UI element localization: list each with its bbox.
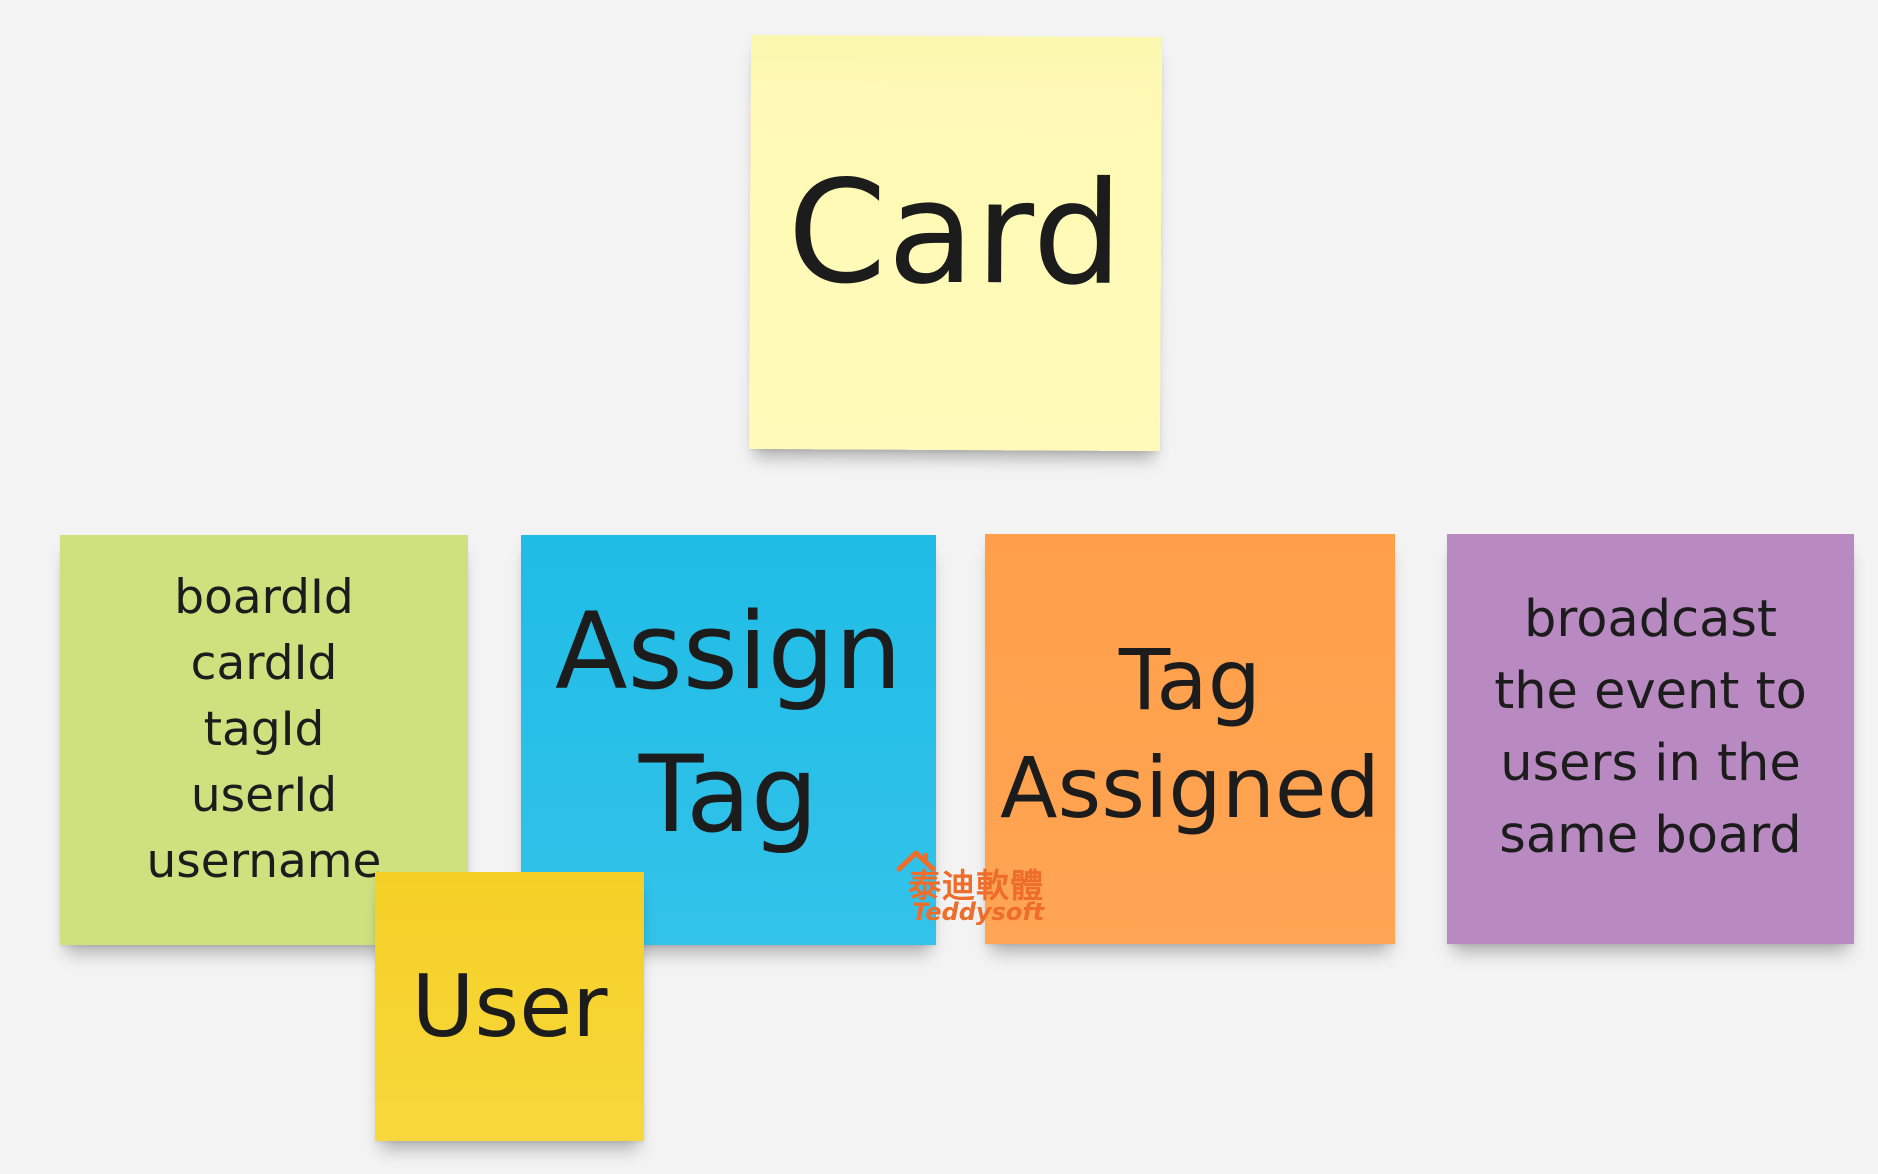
- watermark-chinese-text: 泰迪軟體: [908, 866, 1044, 905]
- note-line: broadcast: [1524, 590, 1777, 649]
- note-text: broadcast the event to users in the same…: [1494, 584, 1807, 872]
- field-line: boardId: [174, 570, 354, 625]
- field-list: boardId cardId tagId userId username: [147, 565, 382, 895]
- field-line: tagId: [203, 702, 325, 757]
- sticky-note-event-tag-assigned[interactable]: Tag Assigned: [985, 534, 1395, 944]
- sticky-note-command-assign-tag[interactable]: Assign Tag: [521, 535, 936, 945]
- sticky-note-read-model-fields[interactable]: boardId cardId tagId userId username: [60, 535, 468, 945]
- note-line: Tag: [1118, 631, 1262, 729]
- sticky-note-policy-broadcast[interactable]: broadcast the event to users in the same…: [1447, 534, 1854, 944]
- teddysoft-watermark: 泰迪軟體 Teddysoft: [896, 849, 1066, 929]
- field-line: cardId: [190, 636, 338, 691]
- field-line: username: [146, 834, 382, 889]
- note-line: users in the: [1500, 734, 1801, 793]
- watermark-english-text: Teddysoft: [912, 898, 1045, 926]
- note-label: Card: [787, 149, 1125, 317]
- note-line: Assigned: [1000, 739, 1380, 837]
- field-line: userId: [190, 768, 338, 823]
- note-label: User: [411, 956, 608, 1057]
- house-icon: [896, 850, 936, 872]
- note-line: same board: [1499, 806, 1802, 865]
- note-text: Tag Assigned: [1000, 626, 1380, 842]
- note-line: Assign: [555, 590, 902, 713]
- note-line: Tag: [638, 733, 819, 856]
- note-text: Assign Tag: [555, 580, 902, 866]
- sticky-note-actor-user[interactable]: User: [375, 872, 644, 1141]
- note-line: the event to: [1494, 662, 1807, 721]
- sticky-note-aggregate-card[interactable]: Card: [748, 34, 1163, 452]
